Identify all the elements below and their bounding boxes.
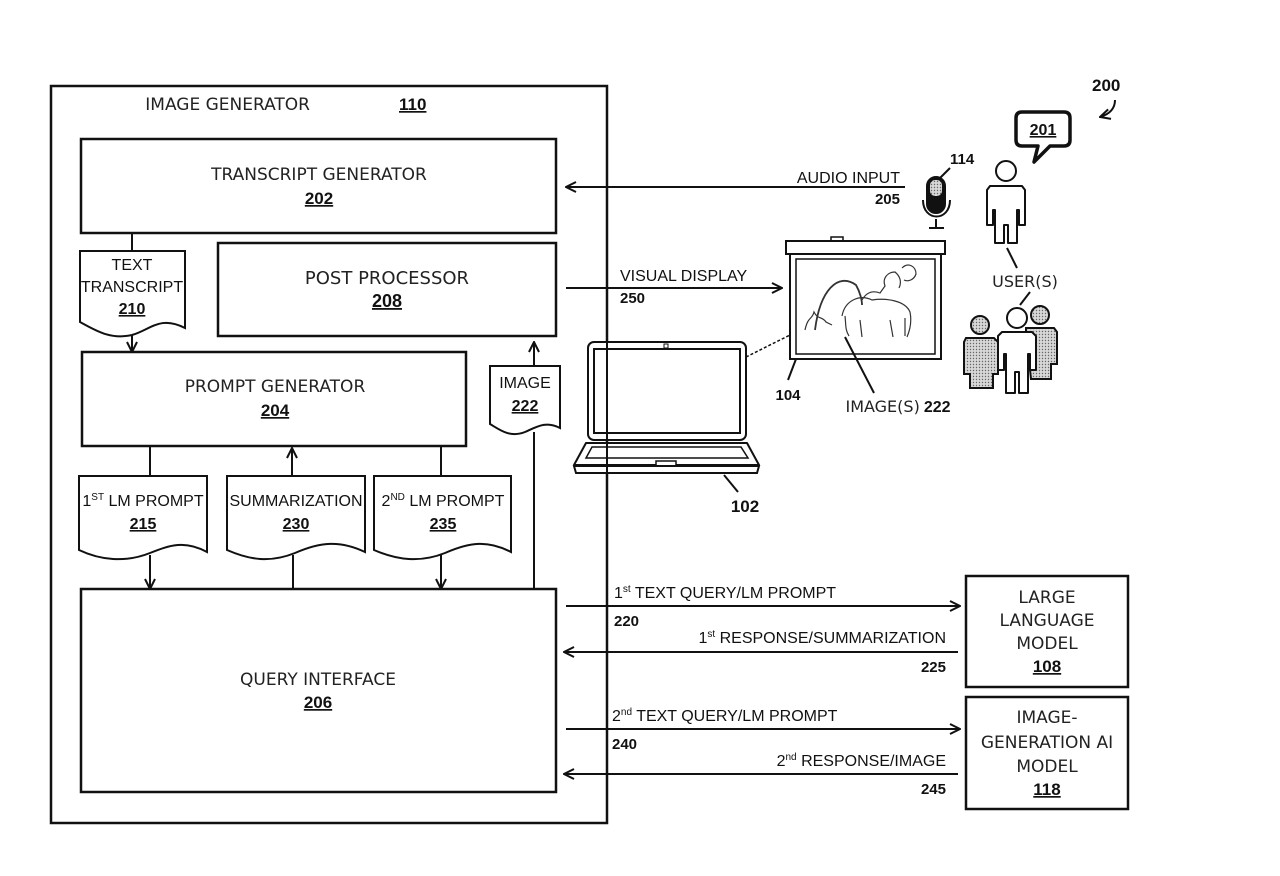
- summarization-title: SUMMARIZATION: [229, 493, 362, 510]
- query-interface-title: QUERY INTERFACE: [240, 670, 396, 690]
- lm-prompt-1-title: 1ST LM PROMPT: [82, 492, 203, 510]
- prompt-generator-box: PROMPT GENERATOR 204: [80, 350, 468, 448]
- image-doc-title: IMAGE: [499, 375, 551, 392]
- llm-line3: MODEL: [1016, 634, 1078, 654]
- llm-box: LARGE LANGUAGE MODEL 108: [964, 574, 1130, 689]
- screen-ref: 104: [775, 387, 801, 404]
- image-ai-line2: GENERATION AI: [981, 733, 1113, 753]
- image-doc: IMAGE 222: [489, 342, 561, 589]
- query-arrow-220-ref: 220: [614, 613, 639, 630]
- query-interface-ref: 206: [304, 693, 332, 712]
- users-label: USER(S): [992, 272, 1058, 291]
- image-ai-line1: IMAGE-: [1016, 708, 1077, 728]
- response-arrow-225-ref: 225: [921, 659, 946, 676]
- text-transcript-doc: TEXT TRANSCRIPT 210: [79, 233, 186, 352]
- image-ai-box: IMAGE- GENERATION AI MODEL 118: [964, 695, 1130, 811]
- images-label: IMAGE(S)222: [845, 397, 950, 416]
- image-generator-ref: 110: [399, 95, 426, 114]
- post-processor-box: POST PROCESSOR 208: [216, 241, 558, 338]
- llm-line1: LARGE: [1018, 588, 1075, 608]
- prompt-generator-title: PROMPT GENERATOR: [185, 377, 366, 397]
- prompt-generator-ref: 204: [261, 401, 290, 420]
- response-arrow-245-label: 2nd RESPONSE/IMAGE: [777, 752, 946, 770]
- users-label-group: USER(S): [992, 247, 1058, 306]
- text-transcript-line2: TRANSCRIPT: [81, 279, 183, 296]
- lm-prompt-1-doc: 1ST LM PROMPT 215: [78, 446, 208, 589]
- visual-display-ref: 250: [620, 290, 645, 307]
- text-transcript-line1: TEXT: [112, 257, 153, 274]
- speech-bubble-ref: 201: [1030, 122, 1057, 139]
- image-ai-line3: MODEL: [1016, 757, 1078, 777]
- visual-display-arrow: VISUAL DISPLAY 250: [566, 268, 782, 307]
- transcript-generator-title: TRANSCRIPT GENERATOR: [210, 165, 427, 185]
- summarization-ref: 230: [283, 516, 310, 533]
- user-group-icon: [963, 305, 1058, 394]
- laptop-icon: 102: [572, 334, 791, 516]
- image-generator-title: IMAGE GENERATOR: [145, 95, 310, 115]
- visual-display-label: VISUAL DISPLAY: [620, 268, 747, 285]
- audio-input-label: AUDIO INPUT: [797, 170, 900, 187]
- query-arrow-240-ref: 240: [612, 736, 637, 753]
- response-arrow-225-label: 1st RESPONSE/SUMMARIZATION: [698, 629, 946, 647]
- lm-prompt-1-ref: 215: [130, 516, 157, 533]
- response-arrow-245-ref: 245: [921, 781, 946, 798]
- query-arrow-240-label: 2nd TEXT QUERY/LM PROMPT: [612, 707, 838, 725]
- audio-input-arrow: AUDIO INPUT 205: [566, 170, 905, 208]
- llm-ref: 108: [1033, 657, 1061, 676]
- transcript-generator-ref: 202: [305, 189, 333, 208]
- query-arrow-240: 2nd TEXT QUERY/LM PROMPT 240: [566, 707, 960, 753]
- post-processor-title: POST PROCESSOR: [305, 268, 469, 289]
- image-ai-ref: 118: [1033, 780, 1060, 799]
- query-arrow-220-label: 1st TEXT QUERY/LM PROMPT: [614, 584, 836, 602]
- llm-line2: LANGUAGE: [999, 611, 1094, 631]
- query-arrow-220: 1st TEXT QUERY/LM PROMPT 220: [566, 584, 960, 630]
- user-icon: [986, 160, 1026, 244]
- text-transcript-ref: 210: [119, 301, 146, 318]
- speech-bubble-icon: 201: [1014, 110, 1072, 164]
- lm-prompt-2-ref: 235: [430, 516, 457, 533]
- audio-input-ref: 205: [875, 191, 900, 208]
- summarization-doc: SUMMARIZATION 230: [226, 448, 366, 589]
- projector-screen-icon: 104: [775, 236, 946, 404]
- figure-ref-label: 200: [1092, 76, 1120, 95]
- microphone-icon: 114: [922, 151, 975, 229]
- transcript-generator-box: TRANSCRIPT GENERATOR 202: [79, 137, 558, 235]
- image-doc-ref: 222: [512, 398, 539, 415]
- lm-prompt-2-title: 2ND LM PROMPT: [382, 492, 505, 510]
- response-arrow-245: 2nd RESPONSE/IMAGE 245: [564, 752, 958, 798]
- laptop-ref: 102: [731, 497, 759, 516]
- microphone-ref: 114: [950, 151, 975, 168]
- response-arrow-225: 1st RESPONSE/SUMMARIZATION 225: [564, 629, 958, 676]
- query-interface-box: QUERY INTERFACE 206: [79, 587, 558, 794]
- lm-prompt-2-doc: 2ND LM PROMPT 235: [373, 446, 512, 589]
- figure-ref: 200: [1092, 76, 1120, 117]
- elephant-illustration: [804, 264, 917, 338]
- post-processor-ref: 208: [372, 291, 402, 311]
